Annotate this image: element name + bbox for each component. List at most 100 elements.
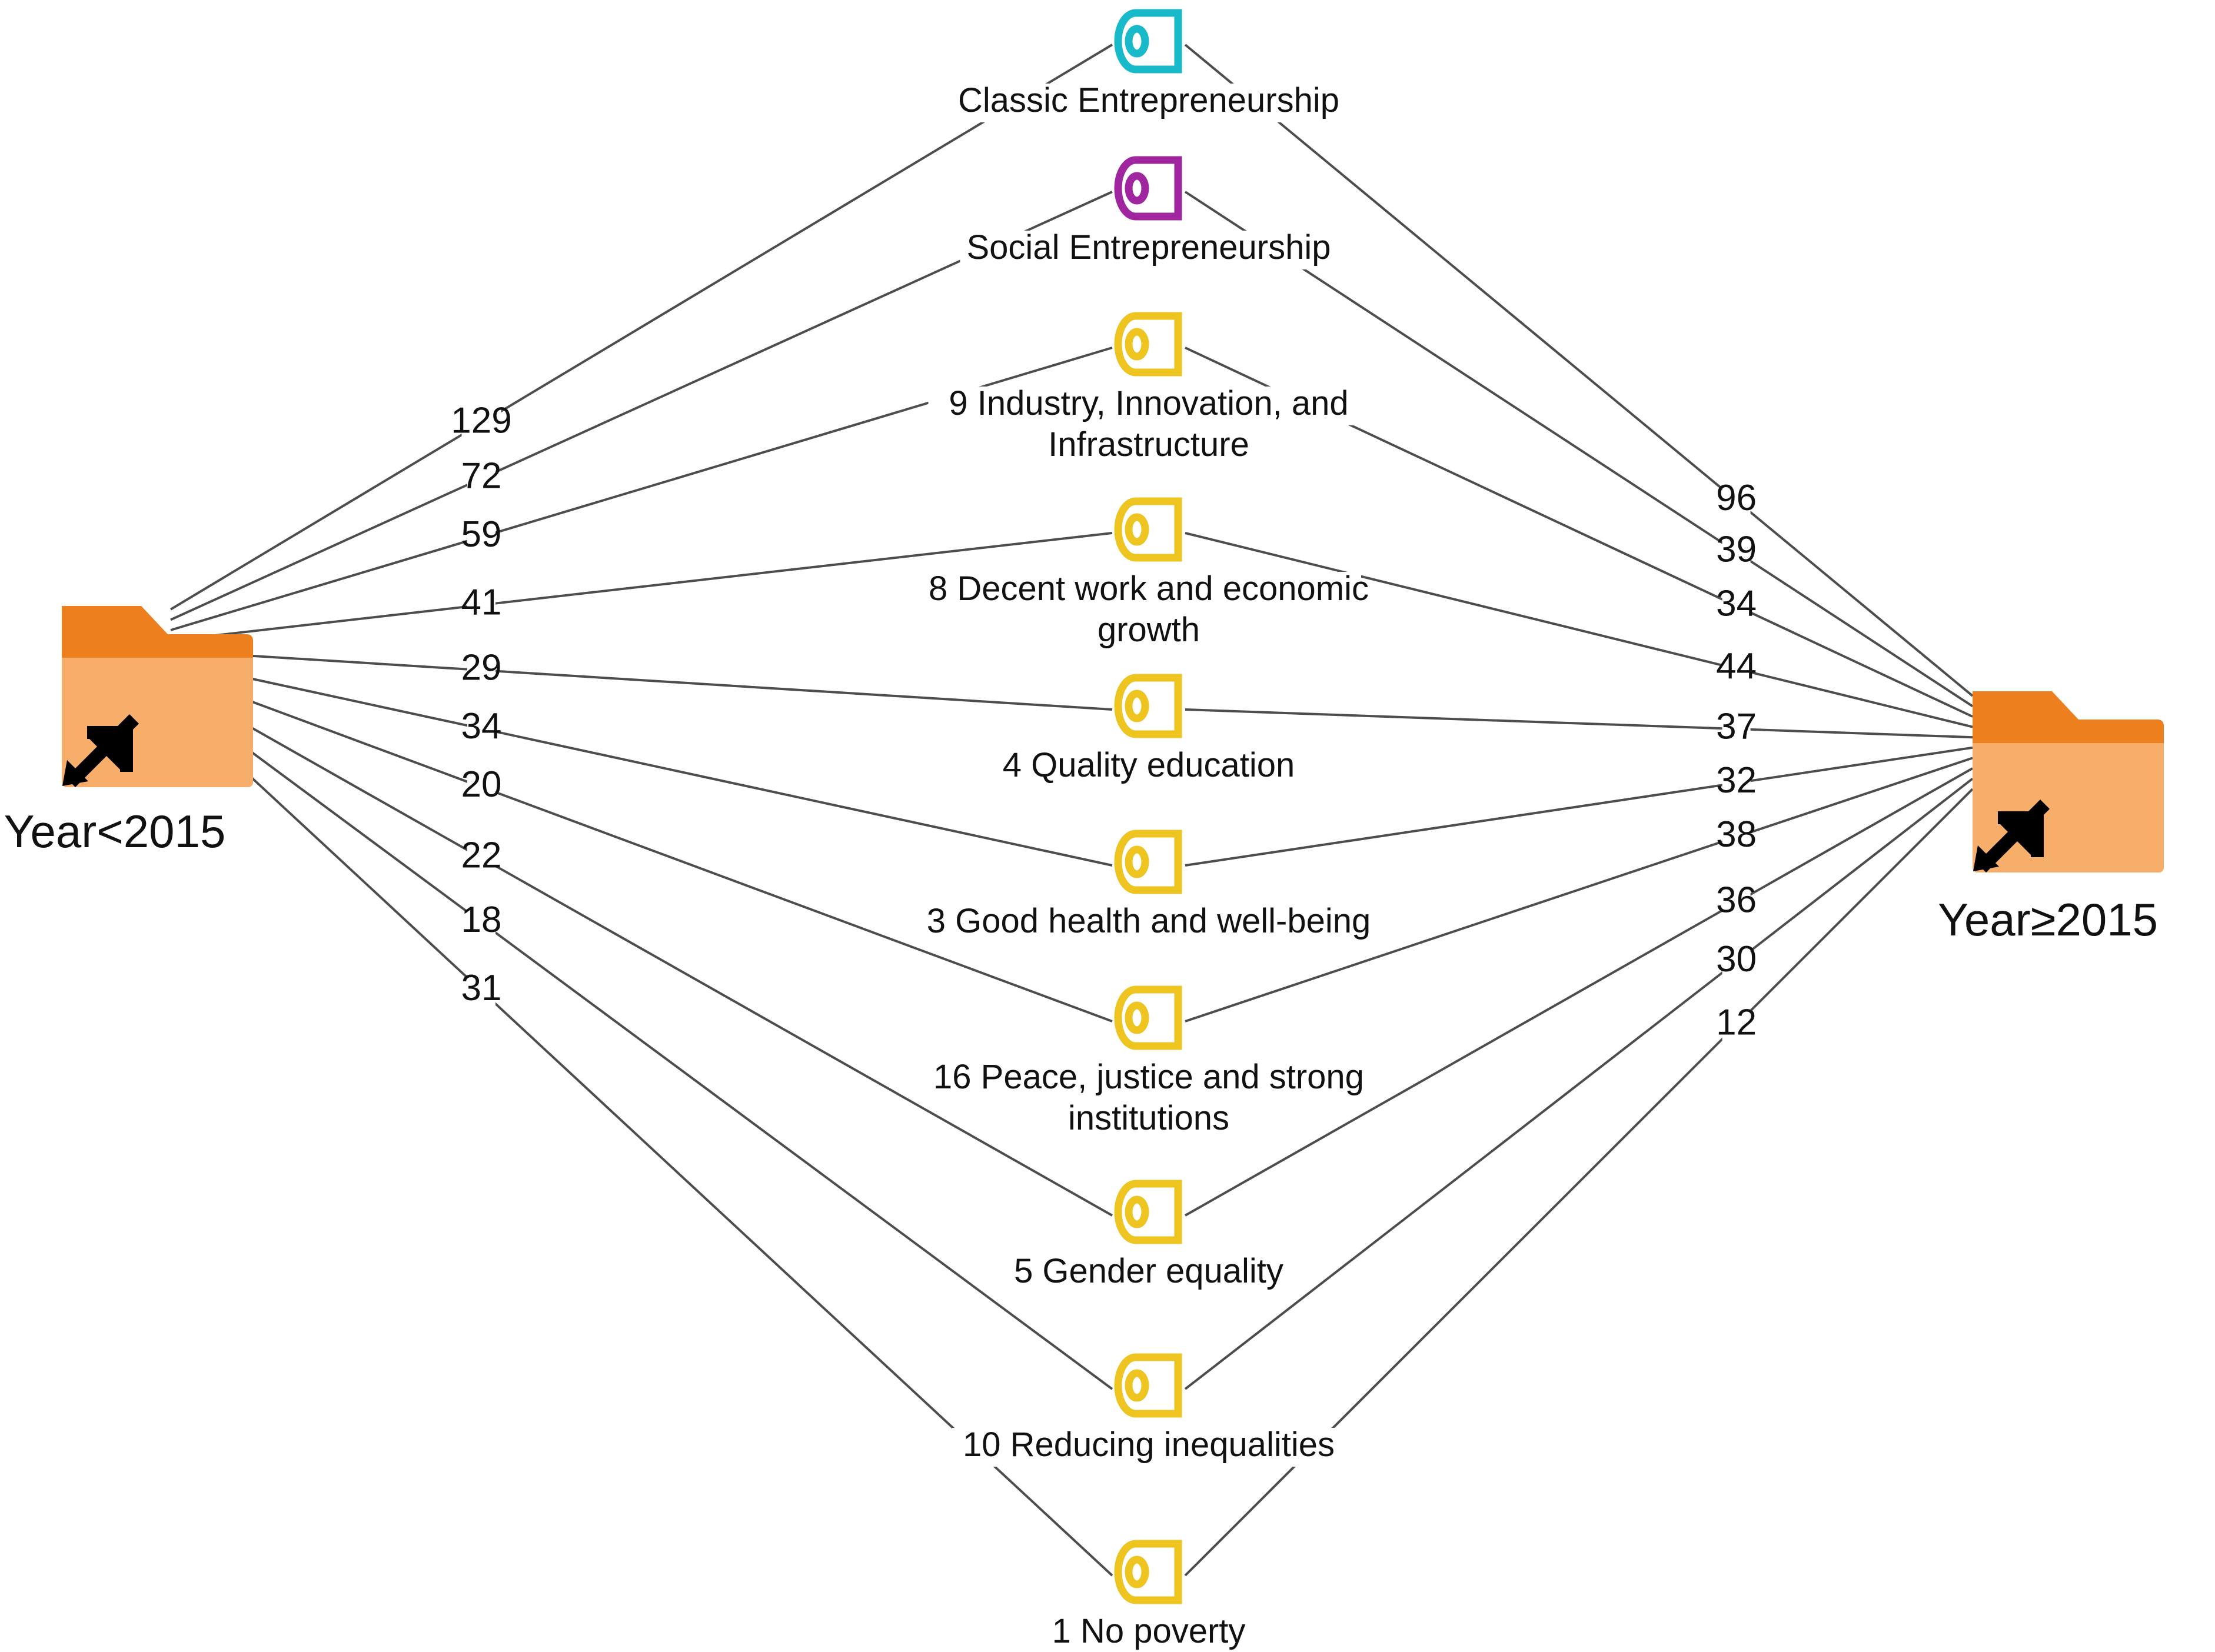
hub-right[interactable]: Year≥2015 [1938, 691, 2164, 945]
node-label-bg [952, 84, 1345, 122]
node-label-bg [1047, 1101, 1250, 1140]
edge-label-right-bg-1 [1722, 529, 1751, 575]
tag-icon [1114, 674, 1182, 738]
node-label-bg [928, 387, 1369, 425]
tag-icon [1114, 497, 1182, 562]
edge-label-left-9: 31 [461, 968, 502, 1008]
node-label-3: growth [1097, 611, 1200, 649]
tag-icon-hole [1125, 690, 1149, 722]
edge-label-left-2: 59 [461, 514, 502, 555]
node-label-5: 3 Good health and well-being [927, 902, 1371, 940]
edge-label-left-bg-3 [467, 582, 495, 628]
edge-right-8 [1184, 778, 1974, 1390]
node-label-bg [952, 1428, 1345, 1467]
edges-left-group [169, 44, 1113, 1577]
node-4[interactable] [1114, 674, 1182, 738]
edge-label-right-2: 34 [1716, 583, 1757, 624]
tag-icon-hole [1125, 1195, 1149, 1228]
hub-left[interactable]: Year<2015 [4, 606, 253, 857]
edge-label-right-6: 38 [1716, 814, 1757, 855]
folder-open-arrow-icon-left [62, 606, 253, 787]
node-2[interactable] [1114, 312, 1182, 377]
edge-label-right-bg-5 [1722, 760, 1751, 805]
edge-left-8 [169, 691, 1113, 1390]
node-label-6: 16 Peace, justice and strong [933, 1058, 1364, 1096]
edge-label-left-0: 129 [451, 400, 511, 441]
edge-label-left-bg-4 [467, 648, 495, 693]
node-9[interactable] [1114, 1540, 1182, 1604]
node-5[interactable] [1114, 830, 1182, 894]
edge-label-right-3: 44 [1716, 646, 1757, 687]
edge-label-right-bg-9 [1722, 1002, 1751, 1048]
folder-open-arrow-icon-right [1973, 691, 2164, 872]
hub-left-label: Year<2015 [4, 805, 226, 857]
tag-icon [1114, 1353, 1182, 1418]
edges-right-group [1184, 44, 1974, 1577]
edge-label-left-1: 72 [461, 456, 502, 497]
edge-right-5 [1185, 746, 1973, 867]
tag-icon [1114, 830, 1182, 894]
edge-label-right-bg-4 [1722, 707, 1751, 752]
tag-icon-hole [1125, 1001, 1149, 1034]
node-label-0: Classic Entrepreneurship [958, 81, 1339, 119]
node-label-6: institutions [1068, 1099, 1229, 1137]
edge-label-left-7: 22 [461, 835, 502, 876]
edge-right-0 [1184, 44, 1974, 697]
node-label-bg [920, 904, 1377, 943]
edge-label-right-bg-7 [1722, 880, 1751, 925]
node-0[interactable] [1114, 9, 1182, 74]
edge-left-7 [170, 681, 1113, 1217]
node-label-7: 5 Gender equality [1014, 1252, 1283, 1290]
tag-icon-hole [1125, 845, 1149, 878]
tag-icon-hole [1125, 25, 1149, 58]
edge-label-left-8: 18 [461, 900, 502, 940]
node-3[interactable] [1114, 497, 1182, 562]
edge-left-4 [170, 650, 1113, 711]
edge-label-right-7: 36 [1716, 880, 1757, 920]
edge-left-1 [170, 191, 1113, 621]
edge-label-left-bg-7 [467, 835, 495, 881]
tag-icon-hole [1125, 1369, 1149, 1402]
node-label-2: 9 Industry, Innovation, and [949, 384, 1348, 422]
node-label-bg [1095, 613, 1202, 652]
edge-label-right-8: 30 [1716, 939, 1757, 980]
edge-right-3 [1185, 532, 1973, 728]
edge-left-5 [170, 660, 1113, 867]
edge-label-right-4: 37 [1716, 706, 1757, 747]
node-label-9: 1 No poverty [1052, 1612, 1246, 1650]
node-label-bg [920, 1060, 1377, 1099]
tag-icon [1114, 156, 1182, 221]
node-8[interactable] [1114, 1353, 1182, 1418]
edge-label-right-bg-6 [1722, 814, 1751, 860]
edge-label-right-bg-2 [1722, 583, 1751, 628]
tag-icon [1114, 1540, 1182, 1604]
edge-left-6 [170, 670, 1113, 1022]
edge-label-right-1: 39 [1716, 529, 1757, 569]
node-label-bg [960, 231, 1338, 269]
node-6[interactable] [1114, 985, 1182, 1050]
edge-label-left-bg-9 [467, 968, 495, 1013]
hub-right-label: Year≥2015 [1938, 894, 2158, 945]
edge-label-left-3: 41 [461, 582, 502, 623]
edge-label-left-4: 29 [461, 648, 502, 688]
tag-icon-hole [1125, 513, 1149, 546]
edge-label-right-bg-0 [1722, 478, 1751, 523]
edge-right-7 [1185, 767, 1973, 1217]
node-label-bg [1032, 428, 1266, 467]
edge-label-left-bg-8 [467, 900, 495, 945]
node-7[interactable] [1114, 1180, 1182, 1244]
tag-icon [1114, 985, 1182, 1050]
edge-left-3 [170, 532, 1113, 642]
node-label-bg [936, 572, 1361, 611]
node-label-bg [1047, 1614, 1250, 1652]
edge-label-right-0: 96 [1716, 478, 1757, 518]
node-label-bg [1007, 1254, 1290, 1293]
tag-icon-hole [1125, 328, 1149, 361]
edge-label-left-bg-6 [467, 764, 495, 810]
node-1[interactable] [1114, 156, 1182, 221]
node-label-8: 10 Reducing inequalities [963, 1425, 1335, 1464]
tag-icon [1114, 312, 1182, 377]
